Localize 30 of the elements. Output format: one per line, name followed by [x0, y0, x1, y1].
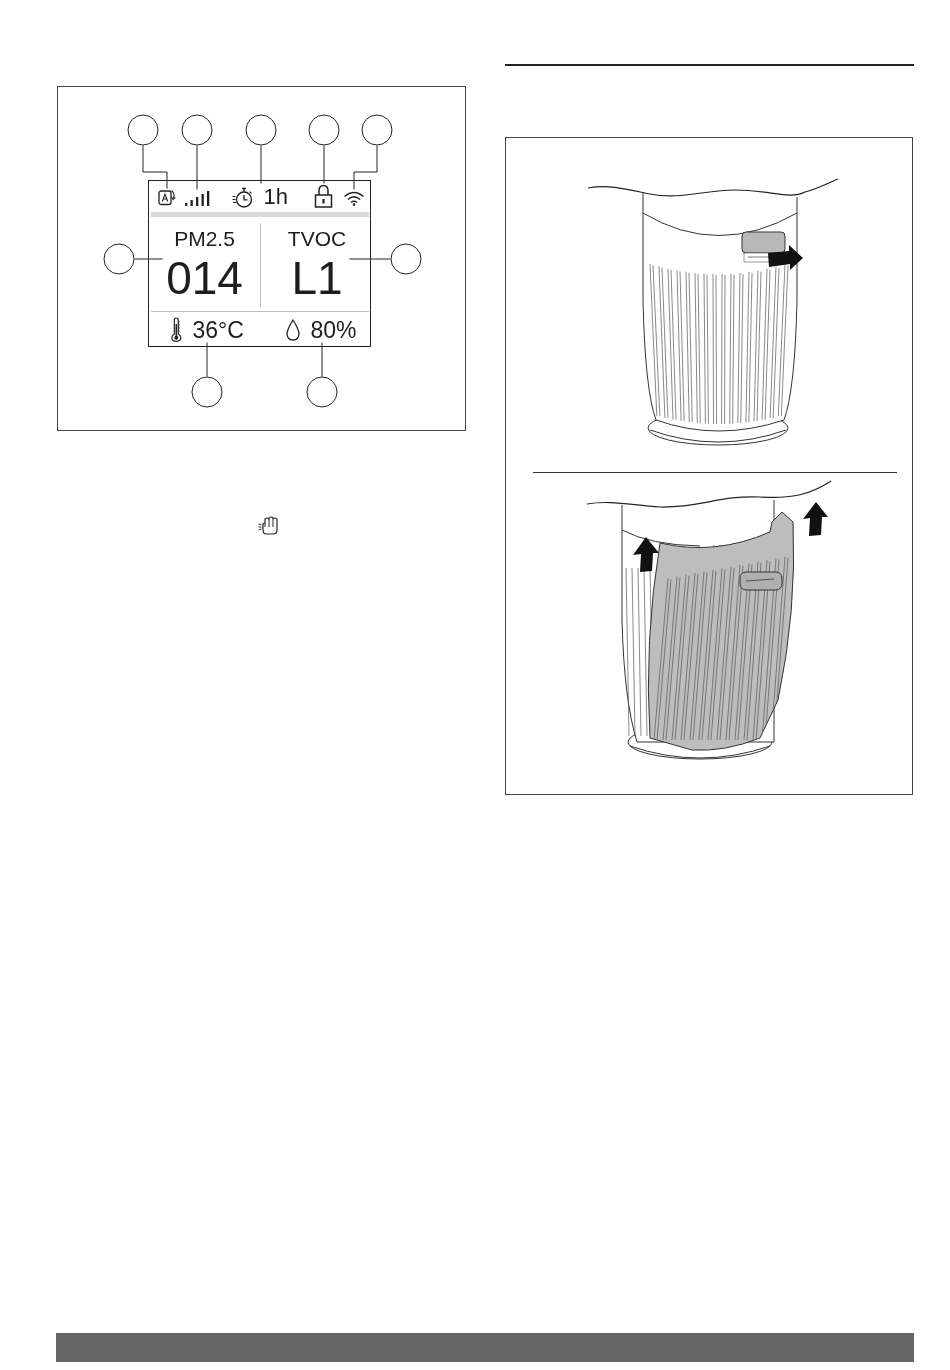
humidity-reading: 80% [310, 318, 357, 342]
callout-circle [306, 376, 338, 408]
measurement-value: 014 [166, 254, 243, 301]
leader-line [142, 145, 168, 189]
letter-a-arrow-icon [157, 188, 176, 206]
leader-line [134, 258, 163, 260]
leader-line [353, 145, 378, 190]
callout-circle [103, 243, 135, 275]
callout-circle [308, 114, 340, 146]
signal-bars-icon [183, 189, 210, 206]
measurement-label: TVOC [287, 227, 347, 249]
callout-circle [181, 114, 213, 146]
callout-circle [245, 114, 277, 146]
wifi-icon [342, 189, 365, 206]
padlock-icon [313, 183, 333, 208]
display-screen [148, 180, 371, 347]
leader-line [323, 145, 325, 184]
leader-line [206, 342, 208, 377]
callout-circle [361, 114, 393, 146]
callout-circle [127, 114, 159, 146]
callout-circle [191, 376, 223, 408]
leader-line [260, 145, 262, 184]
leader-line [196, 145, 198, 190]
callout-circle [390, 243, 422, 275]
leader-line [321, 342, 323, 377]
measurement-value: L1 [291, 254, 343, 301]
leader-line [349, 258, 391, 260]
temperature-reading: 36°C [192, 318, 244, 342]
measurement-label: PM2.5 [174, 227, 235, 249]
timer-reading: 1h [263, 185, 288, 208]
